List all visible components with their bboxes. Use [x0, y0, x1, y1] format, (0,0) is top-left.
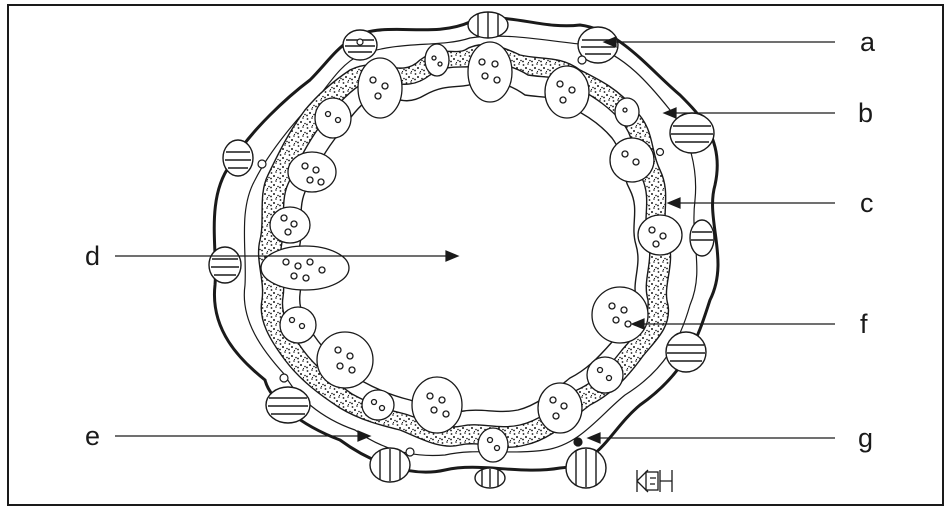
collenchyma-bundle — [566, 448, 606, 488]
duct — [258, 160, 266, 168]
label-c: c — [860, 188, 874, 218]
vascular-bundle — [587, 357, 623, 393]
vascular-bundle — [615, 98, 639, 126]
arrowhead-c — [668, 198, 680, 208]
vascular-bundle — [468, 42, 512, 102]
vascular-bundle — [478, 428, 508, 462]
label-f: f — [860, 309, 868, 339]
collenchyma-bundle — [475, 468, 505, 488]
label-b: b — [858, 98, 873, 128]
vascular-bundle — [425, 44, 449, 76]
collenchyma-bundle — [670, 113, 714, 153]
duct — [657, 149, 664, 156]
arrowhead-e — [358, 431, 370, 441]
duct — [406, 448, 414, 456]
duct — [574, 438, 582, 446]
vascular-bundle — [610, 138, 654, 182]
vascular-bundle — [638, 215, 682, 255]
vascular-bundle — [545, 66, 589, 118]
collenchyma-bundle — [370, 448, 410, 482]
vascular-bundle — [261, 246, 349, 290]
collenchyma-bundle — [468, 12, 508, 38]
collenchyma-bundle — [690, 220, 714, 256]
vascular-bundle — [362, 390, 394, 420]
arrowhead-g — [588, 433, 600, 443]
vascular-bundle — [412, 377, 462, 433]
label-e: e — [85, 421, 100, 451]
label-g: g — [858, 423, 873, 453]
vascular-bundle — [315, 98, 351, 138]
collenchyma-bundle — [223, 140, 253, 176]
duct — [578, 56, 586, 64]
vascular-bundle — [592, 287, 648, 343]
label-a: a — [860, 27, 876, 57]
collenchyma-bundle — [266, 387, 310, 423]
collenchyma-bundle — [666, 332, 706, 372]
vascular-bundle — [270, 207, 310, 243]
duct — [357, 39, 363, 45]
vascular-bundle — [358, 58, 402, 118]
collenchyma-bundle — [209, 247, 241, 283]
vascular-bundle — [317, 332, 373, 388]
vascular-bundle — [280, 307, 316, 343]
vascular-bundle — [538, 383, 582, 433]
artist-monogram — [637, 470, 672, 492]
duct — [280, 374, 288, 382]
vascular-bundle — [288, 152, 336, 192]
label-d: d — [85, 241, 100, 271]
